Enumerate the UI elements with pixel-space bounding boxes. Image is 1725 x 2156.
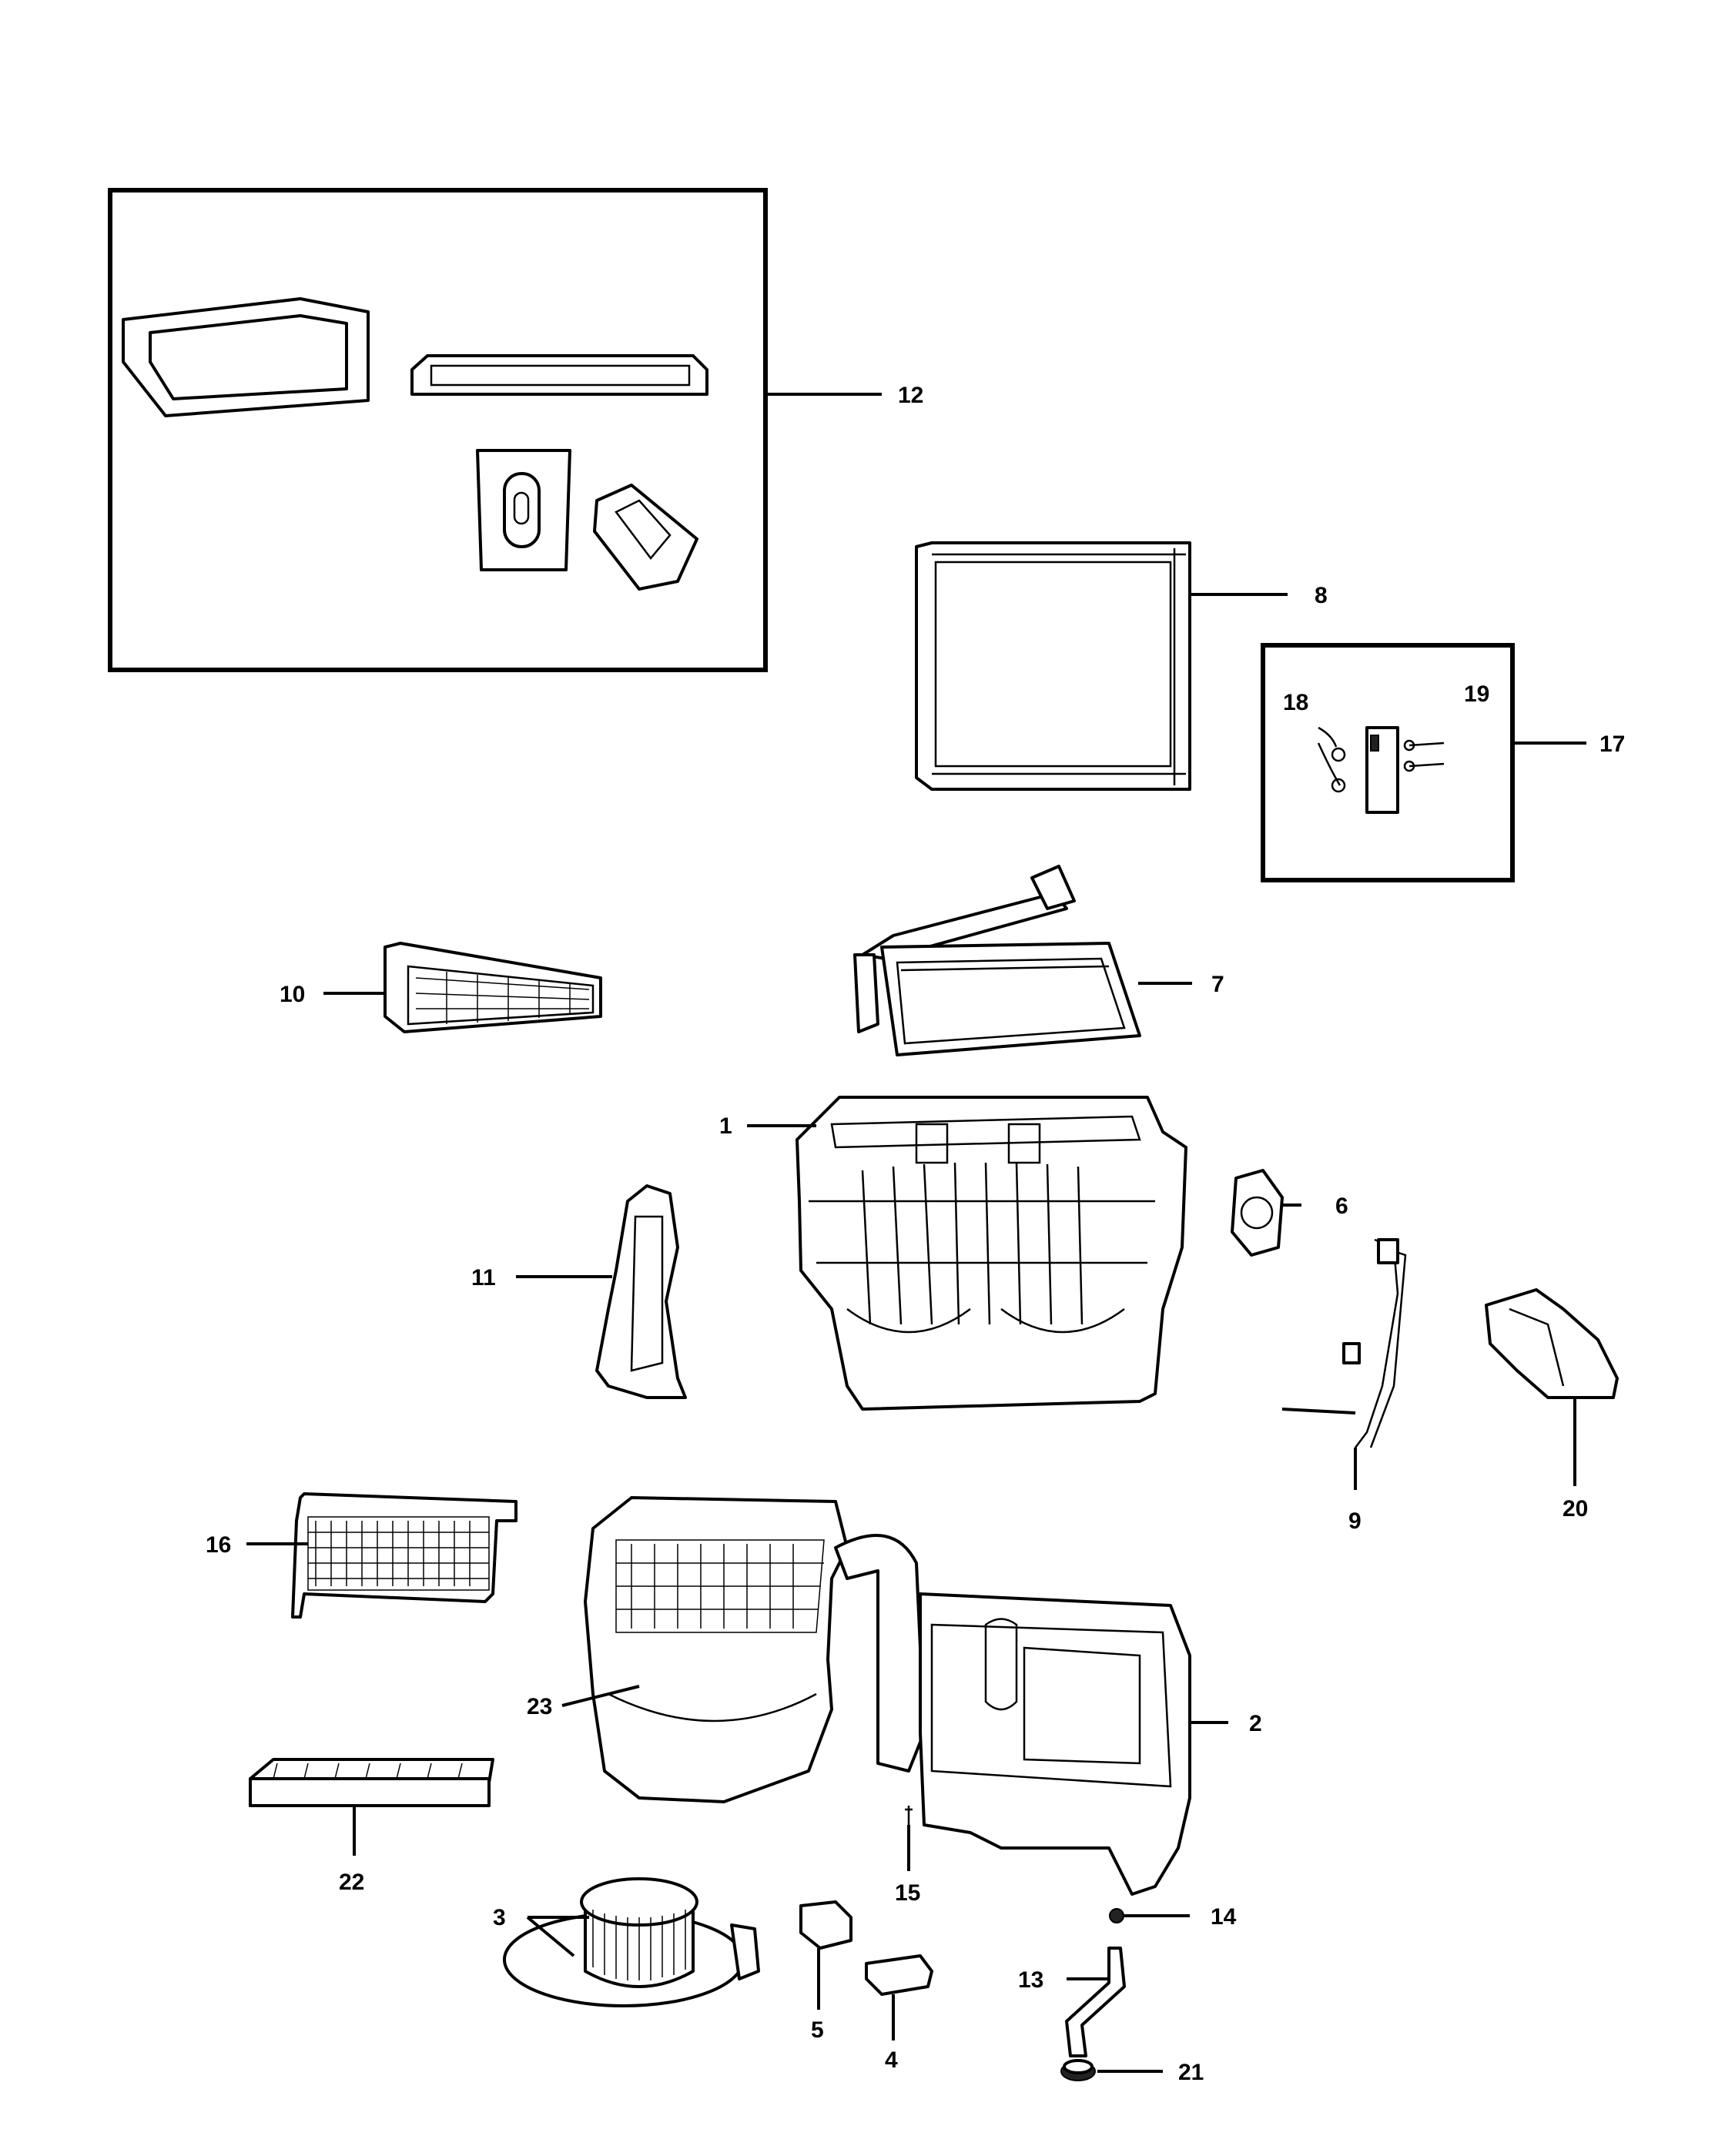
callout-11: 11 (471, 1265, 496, 1291)
seal-block (593, 484, 698, 591)
callout-18: 18 (1283, 690, 1308, 715)
callout-22: 22 (339, 1870, 364, 1895)
recirc-door (291, 1492, 518, 1619)
kit-box-12 (108, 188, 768, 672)
callout-2: 2 (1249, 1711, 1262, 1736)
callout-19: 19 (1464, 681, 1489, 707)
o-rings-18 (1317, 726, 1346, 793)
mode-actuator (1231, 1169, 1284, 1257)
drain-grommet (1109, 1908, 1124, 1923)
wiring-harness (1281, 1238, 1407, 1448)
blower-motor (503, 1877, 760, 2007)
push-pin (905, 1806, 913, 1825)
callout-13: 13 (1018, 1967, 1043, 1993)
outlet-duct (1485, 1288, 1619, 1399)
o-rings-19 (1403, 739, 1445, 772)
callout-8: 8 (1315, 583, 1328, 608)
callout-6: 6 (1335, 1194, 1348, 1219)
seal-strip (410, 354, 708, 396)
seal-frame (122, 297, 370, 417)
callout-21: 21 (1178, 2060, 1204, 2085)
callout-7: 7 (1211, 972, 1224, 997)
heater-core (853, 865, 1141, 1056)
callout-10: 10 (280, 982, 305, 1007)
drain-cap (1060, 2059, 1096, 2081)
callout-4: 4 (885, 2047, 898, 2073)
callout-17: 17 (1599, 732, 1625, 757)
callout-12: 12 (898, 383, 923, 408)
callout-20: 20 (1563, 1496, 1588, 1522)
callout-9: 9 (1348, 1508, 1362, 1534)
ptc-heater (384, 942, 602, 1033)
callout-15: 15 (895, 1880, 920, 1906)
callout-3: 3 (493, 1905, 506, 1930)
callout-labels: 1 2 3 4 5 6 7 8 9 10 11 12 13 14 15 16 1… (206, 383, 1625, 2085)
callout-23: 23 (527, 1694, 552, 1719)
cabin-air-filter (249, 1758, 494, 1807)
callout-1: 1 (719, 1113, 732, 1139)
evaporator-core (915, 541, 1191, 791)
blower-module (865, 1954, 933, 1996)
expansion-valve-kit-17 (1261, 643, 1515, 882)
hvac-housing-upper (796, 1096, 1187, 1411)
drain-hose (1065, 1947, 1126, 2057)
blower-resistor (799, 1900, 852, 1950)
callout-16: 16 (206, 1532, 231, 1558)
gasket-plate (476, 449, 571, 571)
leader-lines (246, 393, 1586, 2073)
hvac-housing-lower (584, 1496, 1191, 1896)
callout-5: 5 (811, 2017, 824, 2043)
callout-14: 14 (1211, 1904, 1237, 1930)
floor-duct (595, 1184, 687, 1399)
expansion-valve (1365, 726, 1399, 814)
